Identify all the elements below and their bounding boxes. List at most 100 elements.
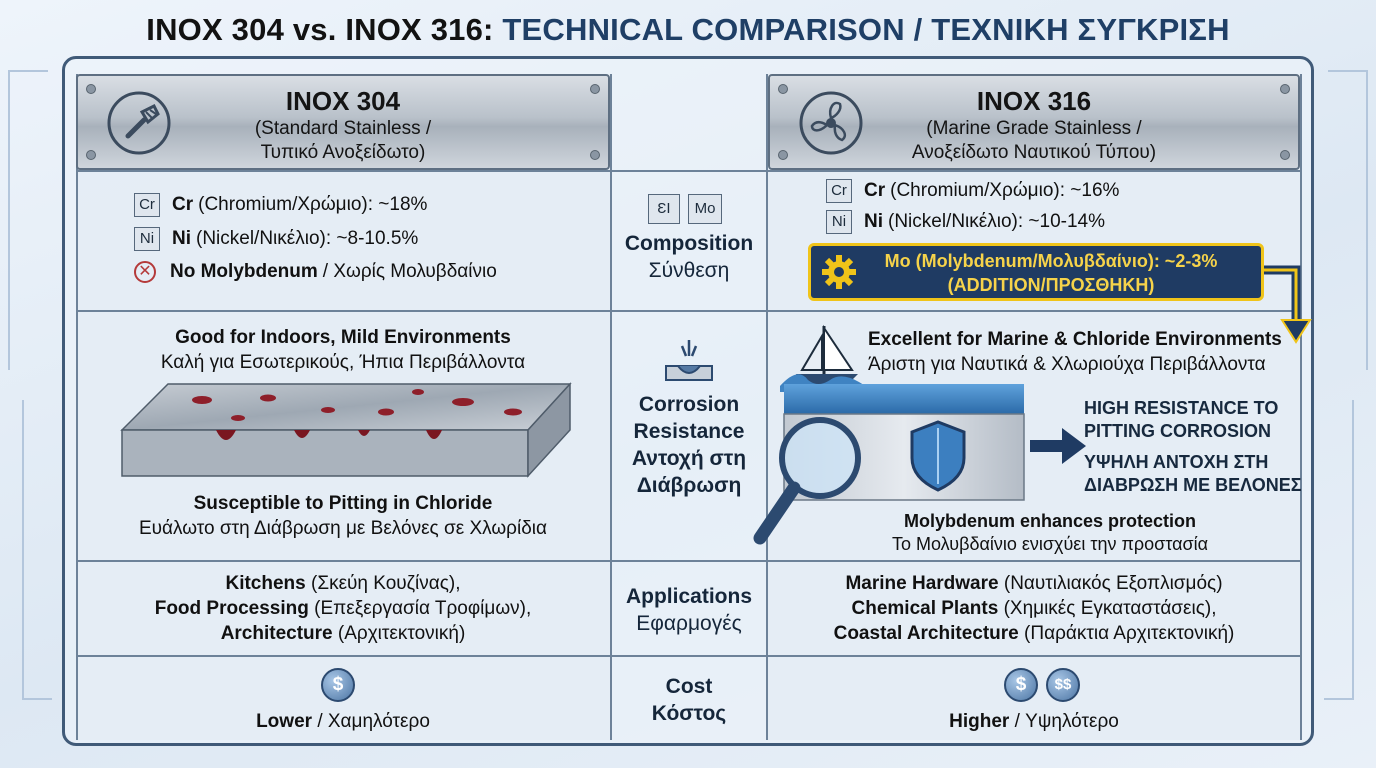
list-item: Coastal Architecture (Παράκτια Αρχιτεκτο… (768, 621, 1300, 646)
row-divider (76, 170, 1300, 172)
row-divider (76, 560, 1300, 562)
element-symbol: Cr (826, 179, 852, 203)
application-name: Marine Hardware (845, 573, 999, 594)
application-name: Architecture (220, 623, 333, 644)
screw-icon (778, 150, 788, 160)
composition-item-cr-316: Cr Cr (Chromium/Χρώμιο): ~16% (826, 179, 1119, 203)
corrosion-316-top-gr: Άριστη για Ναυτικά & Χλωριούχα Περιβάλλο… (868, 354, 1266, 375)
row-label-en: Composition (624, 232, 754, 255)
page-title: INOX 304 vs. INOX 316: TECHNICAL COMPARI… (0, 12, 1376, 56)
propeller-icon (799, 91, 863, 155)
inox-316-subtitle-gr: Ανοξείδωτο Ναυτικού Τύπου) (911, 142, 1157, 163)
row-label-en: Corrosion (638, 393, 740, 416)
row-divider (76, 655, 1300, 657)
application-name: Coastal Architecture (833, 623, 1019, 644)
inox-316-subtitle-en: (Marine Grade Stainless / (926, 118, 1142, 139)
mo-line-1: Mo (Molybdenum/Μολυβδαίνιο): ~2-3% (884, 251, 1218, 271)
molybdenum-symbol-icon: Mo (688, 194, 722, 224)
arrow-right-icon (1030, 428, 1086, 464)
screw-icon (1280, 150, 1290, 160)
high-resistance-en-2: PITTING CORROSION (1084, 421, 1272, 441)
high-resistance-en-1: HIGH RESISTANCE TO (1084, 398, 1279, 418)
element-symbol: Cr (134, 193, 160, 217)
gear-icon (822, 255, 856, 289)
element-value: (Chromium/Χρώμιο): ~16% (890, 180, 1120, 201)
row-label-gr: Αντοχή στη (631, 447, 747, 470)
mo-note-gr: Το Μολυβδαίνιο ενισχύει την προστασία (891, 534, 1209, 554)
list-item: Chemical Plants (Χημικές Εγκαταστάσεις), (768, 596, 1300, 621)
application-gr: (Χημικές Εγκαταστάσεις), (1003, 598, 1217, 619)
high-resistance-gr-1: ΥΨΗΛΗ ΑΝΤΟΧΗ ΣΤΗ (1084, 452, 1269, 472)
composition-item-ni-304: Ni Ni (Nickel/Νικέλιο): ~8-10.5% (134, 227, 418, 251)
application-gr: (Επεξεργασία Τροφίμων), (314, 598, 532, 619)
pitted-steel-plate-illustration (120, 382, 572, 478)
protected-steel-illustration (753, 384, 1025, 545)
screw-icon (1280, 84, 1290, 94)
inox-304-header-plate: INOX 304 (Standard Stainless / Τυπικό Αν… (76, 74, 610, 170)
list-item: Food Processing (Επεξεργασία Τροφίμων), (76, 596, 610, 621)
inox-304-cost: Lower / Χαμηλότερο (76, 709, 610, 734)
inox-316-name: INOX 316 (976, 86, 1092, 116)
no-molybdenum-gr: / Χωρίς Μολυβδαίνιο (322, 261, 497, 282)
corrosion-304-bottom-gr: Ευάλωτο στη Διάβρωση με Βελόνες σε Χλωρί… (138, 518, 547, 539)
application-gr: (Παράκτια Αρχιτεκτονική) (1024, 623, 1235, 644)
row-label-gr: Σύνθεση (648, 259, 730, 282)
high-resistance-gr-2: ΔΙΑΒΡΩΣΗ ΜΕ ΒΕΛΟΝΕΣ (1084, 475, 1302, 495)
screw-icon (778, 84, 788, 94)
cost-304-gr: / Χαμηλότερο (317, 711, 430, 732)
element-name: Cr (864, 180, 886, 201)
row-label-composition: Composition Σύνθεση (610, 230, 768, 284)
row-label-gr: Κόστος (651, 702, 727, 725)
row-label-cost: Cost Κόστος (610, 673, 768, 727)
list-item: Marine Hardware (Ναυτιλιακός Εξοπλισμός) (768, 571, 1300, 596)
corrosion-304-top-gr: Καλή για Εσωτερικούς, Ήπια Περιβάλλοντα (160, 352, 526, 373)
element-value: (Chromium/Χρώμιο): ~18% (198, 194, 428, 215)
list-item: Architecture (Αρχιτεκτονική) (76, 621, 610, 646)
inox-304-corrosion-summary: Good for Indoors, Mild Environments Καλή… (76, 325, 610, 375)
corrosion-drop-icon (665, 340, 713, 381)
inox-304-name: INOX 304 (285, 86, 401, 116)
composition-item-cr-304: Cr Cr (Chromium/Χρώμιο): ~18% (134, 193, 427, 217)
inox-316-header-plate: INOX 316 (Marine Grade Stainless / Ανοξε… (768, 74, 1300, 170)
inox-316-corrosion-summary: Excellent for Marine & Chloride Environm… (868, 327, 1282, 377)
row-label-en: Cost (665, 675, 713, 698)
element-symbol-icon: ƐI (648, 194, 680, 224)
circuit-decoration-left-bottom (22, 400, 52, 700)
composition-item-ni-316: Ni Ni (Nickel/Νικέλιο): ~10-14% (826, 210, 1105, 234)
application-gr: (Ναυτιλιακός Εξοπλισμός) (1003, 573, 1223, 594)
corrosion-304-bottom-en: Susceptible to Pitting in Chloride (193, 493, 493, 514)
molybdenum-addition-highlight: Mo (Molybdenum/Μολυβδαίνιο): ~2-3% (ADDI… (808, 243, 1264, 301)
circuit-decoration-right-bottom (1324, 400, 1354, 700)
element-symbol: Ni (826, 210, 852, 234)
row-label-gr: Διάβρωση (636, 474, 742, 497)
cost-304-label: Lower (256, 711, 313, 732)
composition-icon-group: ƐI Mo (648, 194, 738, 226)
inox-316-cost: Higher / Υψηλότερο (768, 709, 1300, 734)
corrosion-304-top-en: Good for Indoors, Mild Environments (175, 327, 511, 348)
row-label-en: Applications (625, 585, 752, 608)
inox-304-subtitle-en: (Standard Stainless / (254, 118, 432, 139)
title-part-a: INOX 304 vs. INOX 316: (146, 12, 503, 47)
element-value: (Nickel/Νικέλιο): ~8-10.5% (196, 228, 419, 249)
application-gr: (Αρχιτεκτονική) (337, 623, 466, 644)
no-molybdenum-item: ✕ No Molybdenum / Χωρίς Μολυβδαίνιο (134, 261, 497, 283)
row-divider (76, 310, 1300, 312)
row-label-applications: Applications Εφαρμογές (610, 583, 768, 637)
curved-arrow-icon (1264, 265, 1312, 344)
spatula-icon (107, 91, 171, 155)
row-label-en: Resistance (633, 420, 745, 443)
circuit-decoration-right-top (1328, 70, 1368, 370)
screw-icon (86, 150, 96, 160)
application-name: Kitchens (225, 573, 306, 594)
molybdenum-note: Molybdenum enhances protection Το Μολυβδ… (840, 510, 1260, 556)
inox-304-applications: Kitchens (Σκεύη Κουζίνας), Food Processi… (76, 571, 610, 646)
application-name: Chemical Plants (851, 598, 999, 619)
inox-304-subtitle-gr: Τυπικό Ανοξείδωτο) (260, 142, 426, 163)
inox-316-applications: Marine Hardware (Ναυτιλιακός Εξοπλισμός)… (768, 571, 1300, 646)
circuit-decoration-left-top (8, 70, 48, 370)
dollar-coin-icon: $ (1004, 668, 1038, 702)
no-molybdenum-label: No Molybdenum (170, 261, 318, 282)
element-symbol: Ni (134, 227, 160, 251)
title-part-b: TECHNICAL COMPARISON / ΤΕΧΝΙΚΗ ΣΥΓΚΡΙΣΗ (502, 12, 1230, 47)
row-label-corrosion: Corrosion Resistance Αντοχή στη Διάβρωση (610, 391, 768, 499)
